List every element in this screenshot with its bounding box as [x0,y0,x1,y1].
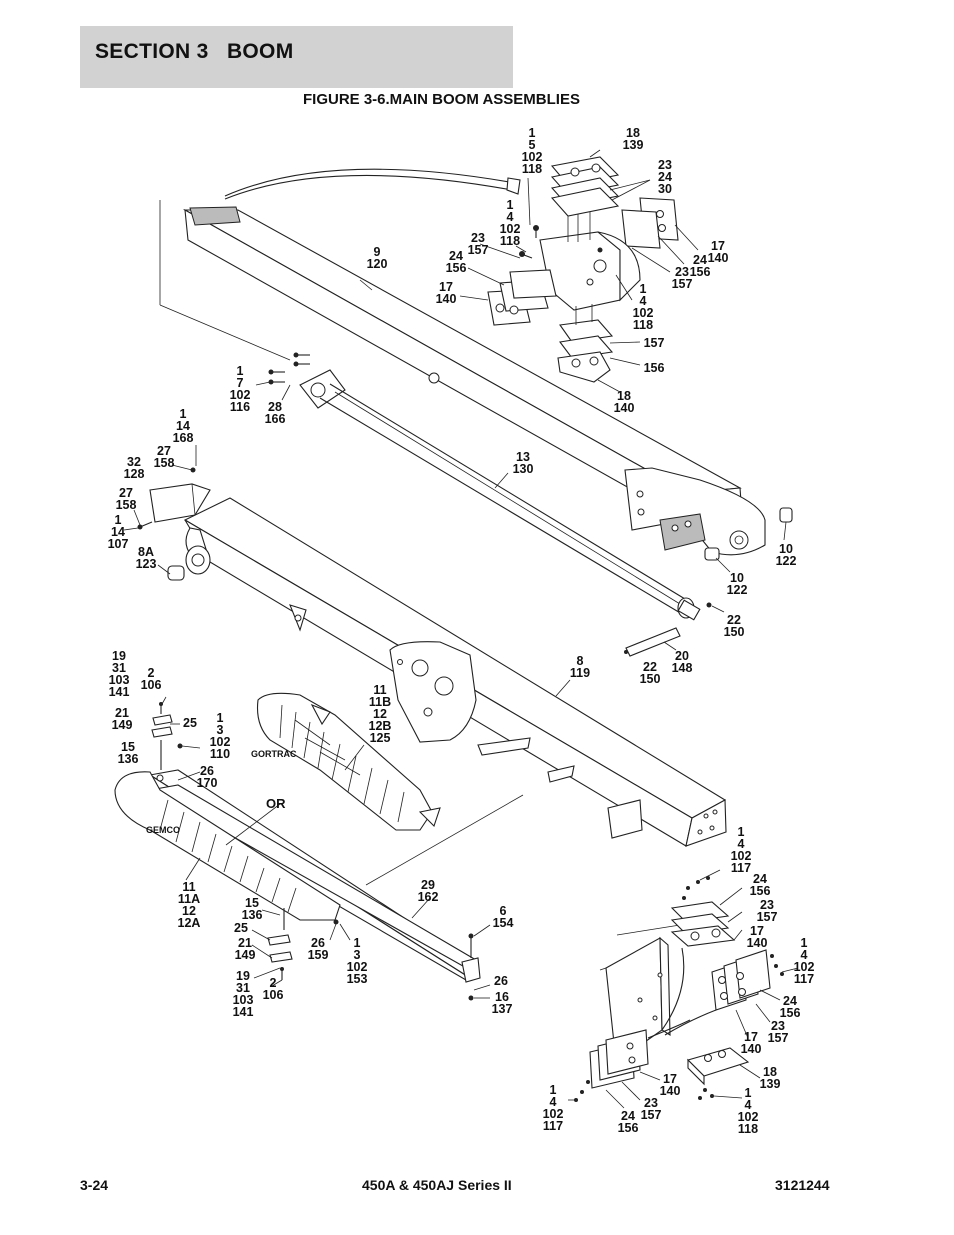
figure-title: FIGURE 3-6.MAIN BOOM ASSEMBLIES [303,91,580,108]
gortrac-chain [256,692,441,831]
callout: 25 [234,921,248,935]
page-number: 3-24 [80,1177,109,1193]
callout: 156 [643,361,665,375]
or-label: OR [266,796,286,811]
wear-pads-upper [487,156,679,383]
fly-boom-9 [182,206,766,556]
callout: 157 [643,336,665,350]
model-name: 450A & 450AJ Series II [362,1177,512,1193]
bracket-32 [137,467,211,530]
callout: 26 [494,974,508,988]
section-header-band [80,26,513,88]
base-boom-8 [167,497,727,847]
section-title: SECTION 3 BOOM [95,40,294,63]
chain-hardware [151,702,339,980]
callout: 25 [183,716,197,730]
boom-nose-wear-pads [574,876,784,1102]
gemco-chain-tray-29 [114,769,481,1001]
document-number: 3121244 [775,1177,830,1193]
gemco-label: GEMCO [146,825,181,835]
leader-lines [123,149,799,1109]
cylinder-13 [268,352,712,621]
pins [624,507,793,657]
gortrac-label: GORTRAC [251,749,297,759]
